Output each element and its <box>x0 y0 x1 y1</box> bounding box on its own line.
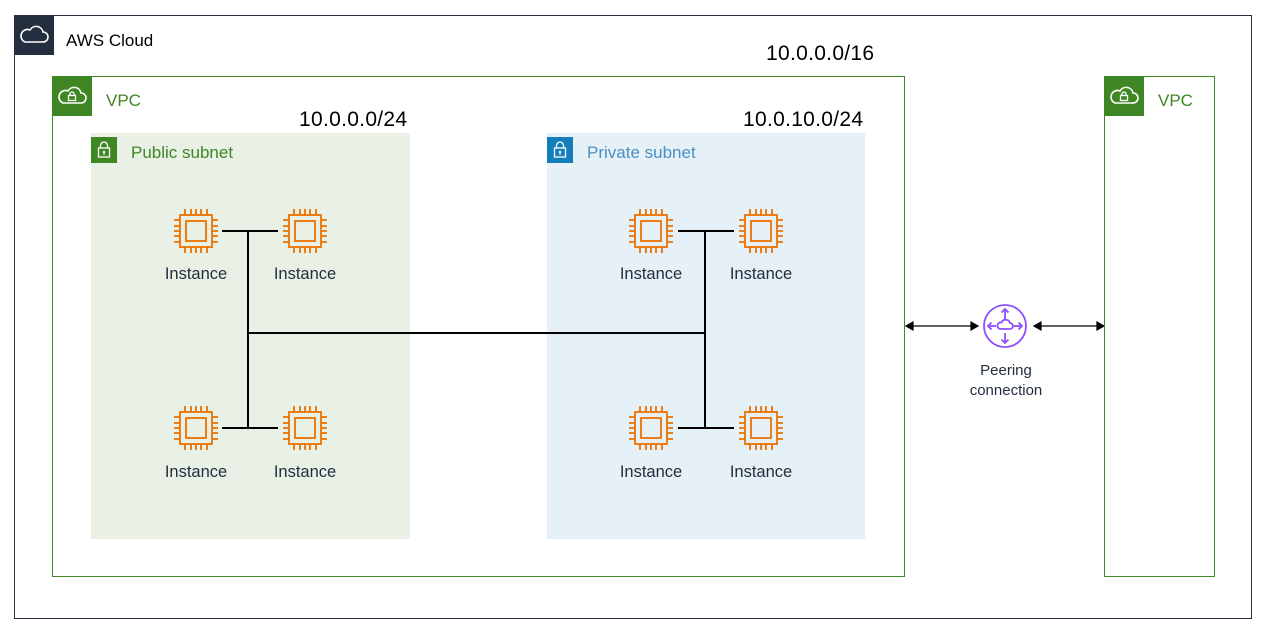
vpc-main-label: VPC <box>106 91 141 110</box>
private-subnet-cidr: 10.0.10.0/24 <box>743 108 864 131</box>
instance-label: Instance <box>273 265 337 283</box>
aws-cloud-icon <box>14 15 54 55</box>
peering-label-line2: connection <box>969 382 1043 399</box>
aws-cloud-title: AWS Cloud <box>66 31 154 50</box>
ec2-instance-icon <box>166 201 226 261</box>
peering-label-line1: Peering <box>980 362 1032 379</box>
ec2-instance-icon <box>275 201 335 261</box>
lock-icon <box>91 137 117 163</box>
ec2-instance-icon <box>621 398 681 458</box>
ec2-instance-icon <box>731 201 791 261</box>
vpc-main <box>52 76 905 577</box>
public-subnet-label: Public subnet <box>131 143 234 162</box>
instance-label: Instance <box>619 463 683 481</box>
instance-label: Instance <box>729 265 793 283</box>
ec2-instance-icon <box>731 398 791 458</box>
private-subnet-label: Private subnet <box>587 143 696 162</box>
aws-cloud-group <box>14 15 1252 619</box>
ec2-instance-icon <box>166 398 226 458</box>
ec2-instance-icon <box>275 398 335 458</box>
vpc-icon <box>52 76 92 116</box>
vpc-peer-label: VPC <box>1158 91 1193 110</box>
instance-label: Instance <box>164 265 228 283</box>
lock-icon <box>547 137 573 163</box>
vpc-peer <box>1104 76 1215 577</box>
public-subnet <box>91 133 410 539</box>
instance-label: Instance <box>164 463 228 481</box>
instance-label: Instance <box>729 463 793 481</box>
vpc-icon <box>1104 76 1144 116</box>
vpc-cidr: 10.0.0.0/16 <box>766 42 875 65</box>
peering-connection-label: Peering connection <box>950 361 1062 401</box>
instance-label: Instance <box>619 265 683 283</box>
public-subnet-cidr: 10.0.0.0/24 <box>299 108 408 131</box>
instance-label: Instance <box>273 463 337 481</box>
ec2-instance-icon <box>621 201 681 261</box>
peering-connection-icon <box>978 302 1032 350</box>
